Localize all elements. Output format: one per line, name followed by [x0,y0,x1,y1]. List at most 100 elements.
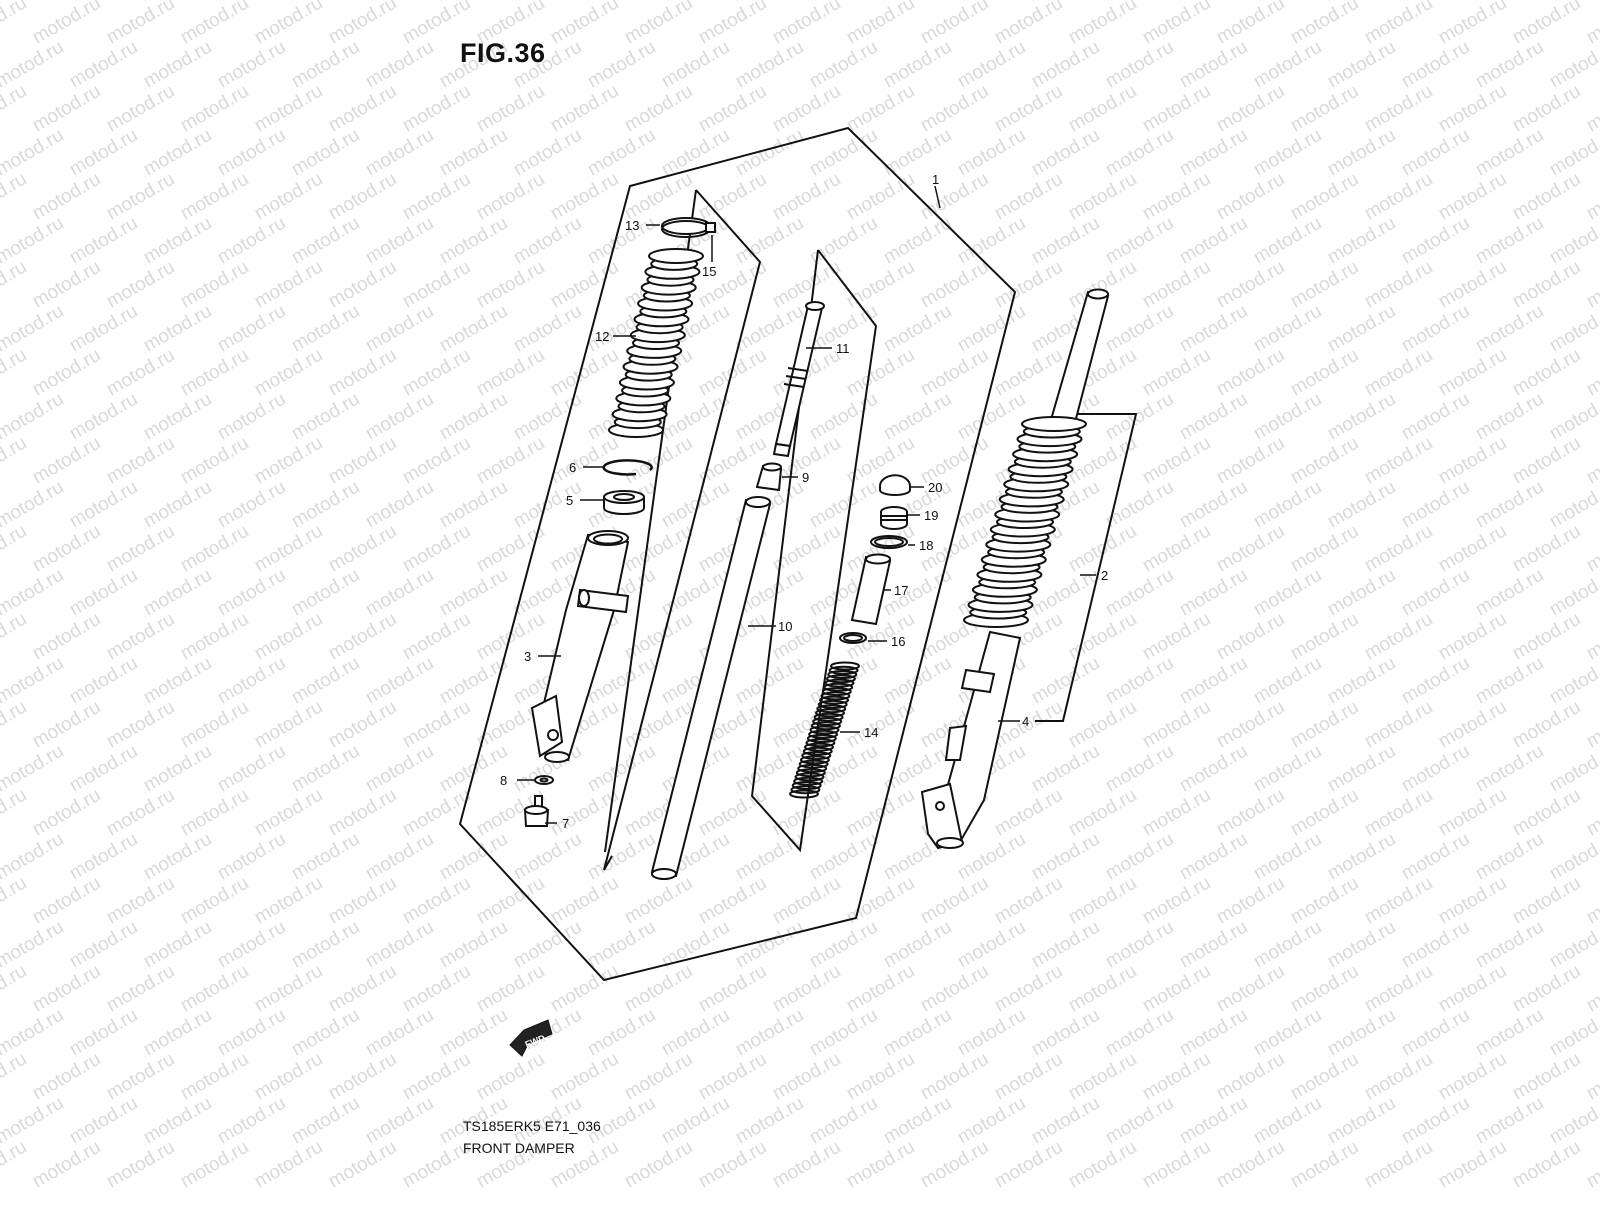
watermark-text: motod.ru [0,477,67,533]
watermark-text: motod.ru [1472,653,1547,709]
watermark-text: motod.ru [436,301,511,357]
watermark-text: motod.ru [473,169,548,225]
spring-coil [821,687,852,697]
watermark-text: motod.ru [1435,609,1510,665]
watermark-text: motod.ru [1435,521,1510,577]
watermark-text: motod.ru [1583,257,1600,313]
watermark-text: motod.ru [140,1093,215,1149]
watermark-text: motod.ru [1324,389,1399,445]
watermark-text: motod.ru [251,0,326,48]
watermark-text: motod.ru [103,521,178,577]
watermark-text: motod.ru [177,873,252,929]
watermark-text: motod.ru [1324,213,1399,269]
watermark-text: motod.ru [251,785,326,841]
watermark-text: motod.ru [1287,1137,1362,1193]
watermark-text: motod.ru [621,961,696,1017]
watermark-text: motod.ru [1472,829,1547,885]
watermark-text: motod.ru [399,81,474,137]
watermark-text: motod.ru [288,301,363,357]
watermark-text: motod.ru [1435,1137,1510,1193]
watermark-text: motod.ru [473,873,548,929]
callout-10: 10 [778,619,792,634]
watermark-text: motod.ru [214,213,289,269]
watermark-text: motod.ru [547,1049,622,1105]
watermark-text: motod.ru [1065,961,1140,1017]
spring-coil [830,661,860,671]
watermark-text: motod.ru [1250,917,1325,973]
spring-coil [819,695,850,705]
watermark-text: motod.ru [1213,697,1288,753]
watermark-text: motod.ru [1139,521,1214,577]
watermark-text: motod.ru [1583,697,1600,753]
watermark-text: motod.ru [29,433,104,489]
part-19-plug [880,506,908,530]
watermark-text: motod.ru [658,477,733,533]
watermark-text: motod.ru [1324,1005,1399,1061]
watermark-text: motod.ru [806,125,881,181]
watermark-text: motod.ru [1472,389,1547,445]
watermark-text: motod.ru [1250,1093,1325,1149]
watermark-text: motod.ru [177,0,252,48]
watermark-text: motod.ru [399,433,474,489]
watermark-text: motod.ru [1435,169,1510,225]
watermark-text: motod.ru [695,0,770,48]
watermark-text: motod.ru [1509,257,1584,313]
watermark-text: motod.ru [214,301,289,357]
watermark-text: motod.ru [1361,873,1436,929]
watermark-text: motod.ru [1435,1049,1510,1105]
watermark-text: motod.ru [0,125,67,181]
watermark-text: motod.ru [0,0,30,48]
watermark-text: motod.ru [399,521,474,577]
watermark-text: motod.ru [1472,125,1547,181]
watermark-text: motod.ru [66,389,141,445]
callout-9: 9 [802,470,809,485]
watermark-text: motod.ru [140,741,215,797]
watermark-text: motod.ru [362,741,437,797]
spring-coil [810,721,841,731]
watermark-text: motod.ru [362,917,437,973]
watermark-text: motod.ru [1583,345,1600,401]
watermark-text: motod.ru [140,917,215,973]
watermark-text: motod.ru [325,609,400,665]
watermark-text: motod.ru [0,873,30,929]
watermark-text: motod.ru [1102,565,1177,621]
watermark-text: motod.ru [214,389,289,445]
watermark-text: motod.ru [436,125,511,181]
watermark-text: motod.ru [0,345,30,401]
watermark-text: motod.ru [177,521,252,577]
watermark-text: motod.ru [769,0,844,48]
watermark-text: motod.ru [29,785,104,841]
watermark-text: motod.ru [843,1137,918,1193]
watermark-text: motod.ru [991,0,1066,48]
spring-coil [827,670,858,679]
watermark-text: motod.ru [214,917,289,973]
watermark-text: motod.ru [362,565,437,621]
watermark-text: motod.ru [510,125,585,181]
watermark-text: motod.ru [66,653,141,709]
watermark-text: motod.ru [547,961,622,1017]
watermark-text: motod.ru [29,873,104,929]
watermark-text: motod.ru [1324,125,1399,181]
watermark-text: motod.ru [1583,873,1600,929]
watermark-text: motod.ru [436,477,511,533]
watermark-text: motod.ru [695,345,770,401]
watermark-text: motod.ru [1250,389,1325,445]
watermark-text: motod.ru [584,213,659,269]
watermark-text: motod.ru [0,785,30,841]
watermark-text: motod.ru [547,0,622,48]
inner-outline-a [603,189,762,871]
watermark-text: motod.ru [1435,785,1510,841]
watermark-text: motod.ru [0,1005,67,1061]
watermark-text: motod.ru [1213,169,1288,225]
watermark-text: motod.ru [843,785,918,841]
watermark-text: motod.ru [251,81,326,137]
watermark-text: motod.ru [103,345,178,401]
watermark-text: motod.ru [1028,1005,1103,1061]
watermark-text: motod.ru [1176,917,1251,973]
watermark-text: motod.ru [0,433,30,489]
part-14-fork-spring [789,661,860,799]
watermark-text: motod.ru [510,917,585,973]
watermark-text: motod.ru [1361,961,1436,1017]
watermark-text: motod.ru [214,37,289,93]
watermark-text: motod.ru [1509,1137,1584,1193]
